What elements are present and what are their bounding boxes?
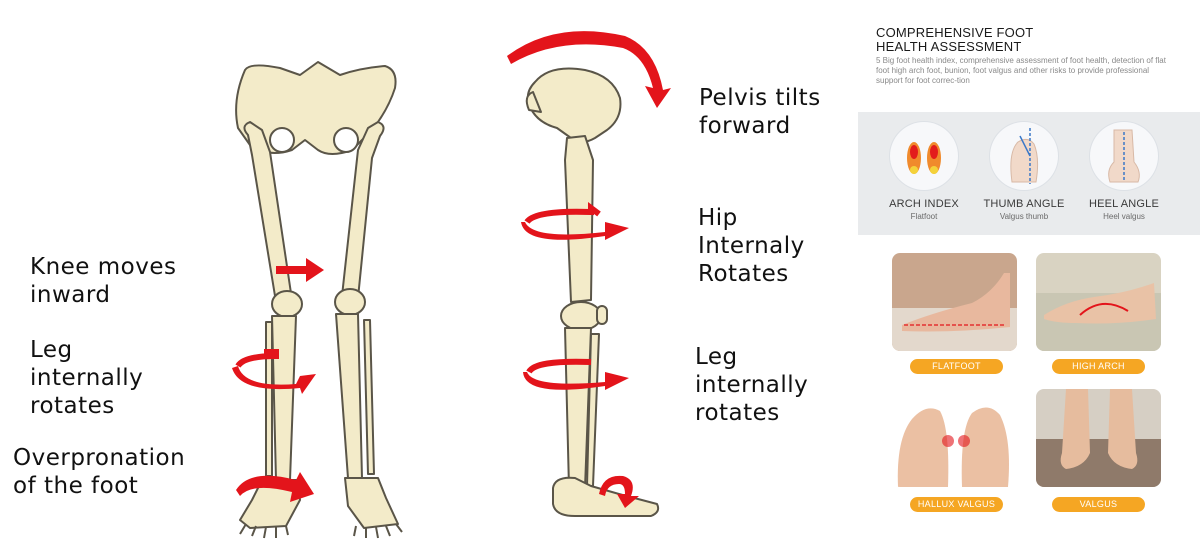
side-femur xyxy=(564,135,594,303)
side-foot xyxy=(552,476,660,517)
high-arch-label: HIGH ARCH xyxy=(1052,359,1145,374)
side-knee xyxy=(560,301,602,331)
side-sacrum xyxy=(525,91,542,113)
foot-angle-icon xyxy=(990,122,1058,190)
metrics-box: ARCH INDEX Flatfoot THUMB ANGLE Valgus t… xyxy=(858,112,1200,235)
front-fibula-right xyxy=(363,319,375,475)
side-leg-rotation-arrow xyxy=(526,358,592,374)
hallux-valgus-photo xyxy=(892,389,1017,487)
metric-title: THUMB ANGLE xyxy=(983,198,1065,210)
metric-heel-angle: HEEL ANGLE Heel valgus xyxy=(1074,122,1174,221)
side-skeleton-bones xyxy=(525,67,660,517)
front-fibula-left xyxy=(265,321,273,477)
heel-angle-icon xyxy=(1090,122,1158,190)
front-skeleton-bones xyxy=(235,61,399,529)
hallux-valgus-label: HALLUX VALGUS xyxy=(910,497,1003,512)
front-femur-right xyxy=(341,121,385,299)
overpronation-arrow-left xyxy=(236,472,314,502)
front-toes xyxy=(239,523,403,539)
metric-sub: Heel valgus xyxy=(1103,212,1145,221)
high-arch-photo xyxy=(1036,253,1161,351)
metric-thumb-angle: THUMB ANGLE Valgus thumb xyxy=(974,122,1074,221)
valgus-photo xyxy=(1036,389,1161,487)
metric-title: ARCH INDEX xyxy=(889,198,959,210)
side-skeleton xyxy=(507,31,671,517)
front-knee-left xyxy=(271,290,303,318)
leg-rotation-arrow-left xyxy=(235,349,279,368)
pelvis-tilt-arrow xyxy=(507,31,671,109)
metric-arch-index: ARCH INDEX Flatfoot xyxy=(874,122,974,221)
side-patella xyxy=(596,305,608,325)
side-arrows xyxy=(507,31,671,508)
flatfoot-label: FLATFOOT xyxy=(910,359,1003,374)
front-pelvis-left-hole xyxy=(269,127,295,153)
front-knee-right xyxy=(334,288,366,316)
front-tibia-left xyxy=(271,315,297,481)
metric-sub: Valgus thumb xyxy=(999,212,1049,221)
metric-sub: Flatfoot xyxy=(910,212,938,221)
front-foot-right xyxy=(344,477,399,529)
foot-pressure-icon xyxy=(890,122,958,190)
front-tibia-right xyxy=(335,313,363,479)
front-skeleton xyxy=(232,61,403,539)
foot-rotation-arrow xyxy=(599,475,639,508)
front-arrows xyxy=(232,258,324,502)
hip-rotation-arrow xyxy=(524,202,601,225)
knee-inward-arrow xyxy=(276,258,324,282)
side-pelvis xyxy=(526,67,622,143)
front-pelvis-right-hole xyxy=(333,127,359,153)
flatfoot-photo xyxy=(892,253,1017,351)
panel-description: 5 Big foot health index, comprehensive a… xyxy=(876,56,1166,85)
valgus-label: VALGUS xyxy=(1052,497,1145,512)
metric-title: HEEL ANGLE xyxy=(1088,198,1160,210)
